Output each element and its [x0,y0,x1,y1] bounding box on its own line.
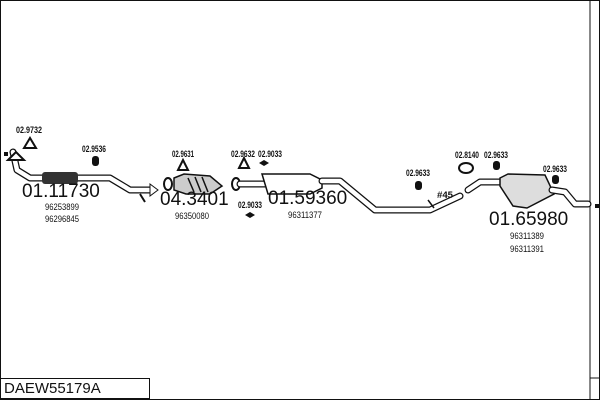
mounting-ring-icon[interactable] [458,162,474,174]
part-number[interactable]: 04.3401 [160,189,229,210]
fitting-label: 02.8140 [455,150,479,160]
oem-number: 96350080 [175,211,209,221]
flex-section [42,172,78,184]
gasket-icon[interactable] [176,157,190,171]
fitting-label: 02.9631 [172,149,194,159]
angle-label: #45 [437,190,453,200]
oem-number: 96296845 [45,214,79,224]
fitting-label: 02.9632 [231,149,255,159]
oem-number: 96253899 [45,202,79,212]
fitting-label: 02.9633 [406,168,430,178]
fitting-label: 02.9033 [258,149,282,159]
oem-number: 96311377 [288,210,322,220]
gasket-icon[interactable] [237,155,251,169]
fitting-label: 02.9536 [82,144,106,154]
fitting-label: 02.9732 [16,125,42,135]
rubber-mount-icon[interactable] [415,181,422,190]
rubber-mount-icon[interactable] [259,160,269,166]
fitting-label: 02.9033 [238,200,262,210]
part-number[interactable]: 01.65980 [489,209,568,230]
rubber-mount-icon[interactable] [245,212,255,218]
rubber-mount-icon[interactable] [552,175,559,184]
front-pipe[interactable] [4,148,159,203]
fitting-label: 02.9633 [484,150,508,160]
catalyst[interactable] [163,173,224,195]
gasket-icon[interactable] [5,150,27,161]
fitting-label: 02.9633 [543,164,567,174]
rubber-mount-icon[interactable] [493,161,500,170]
part-number[interactable]: 01.11730 [22,181,100,202]
part-number[interactable]: 01.59360 [268,188,347,209]
corner-box [589,377,600,400]
clamp-icon[interactable] [92,156,99,166]
oem-number: 96311391 [510,244,544,254]
middle-silencer[interactable] [231,173,464,214]
diagram-code: DAEW55179A [0,378,150,399]
oem-number: 96311389 [510,231,544,241]
gasket-icon[interactable] [22,136,38,149]
rear-silencer[interactable] [464,173,599,209]
